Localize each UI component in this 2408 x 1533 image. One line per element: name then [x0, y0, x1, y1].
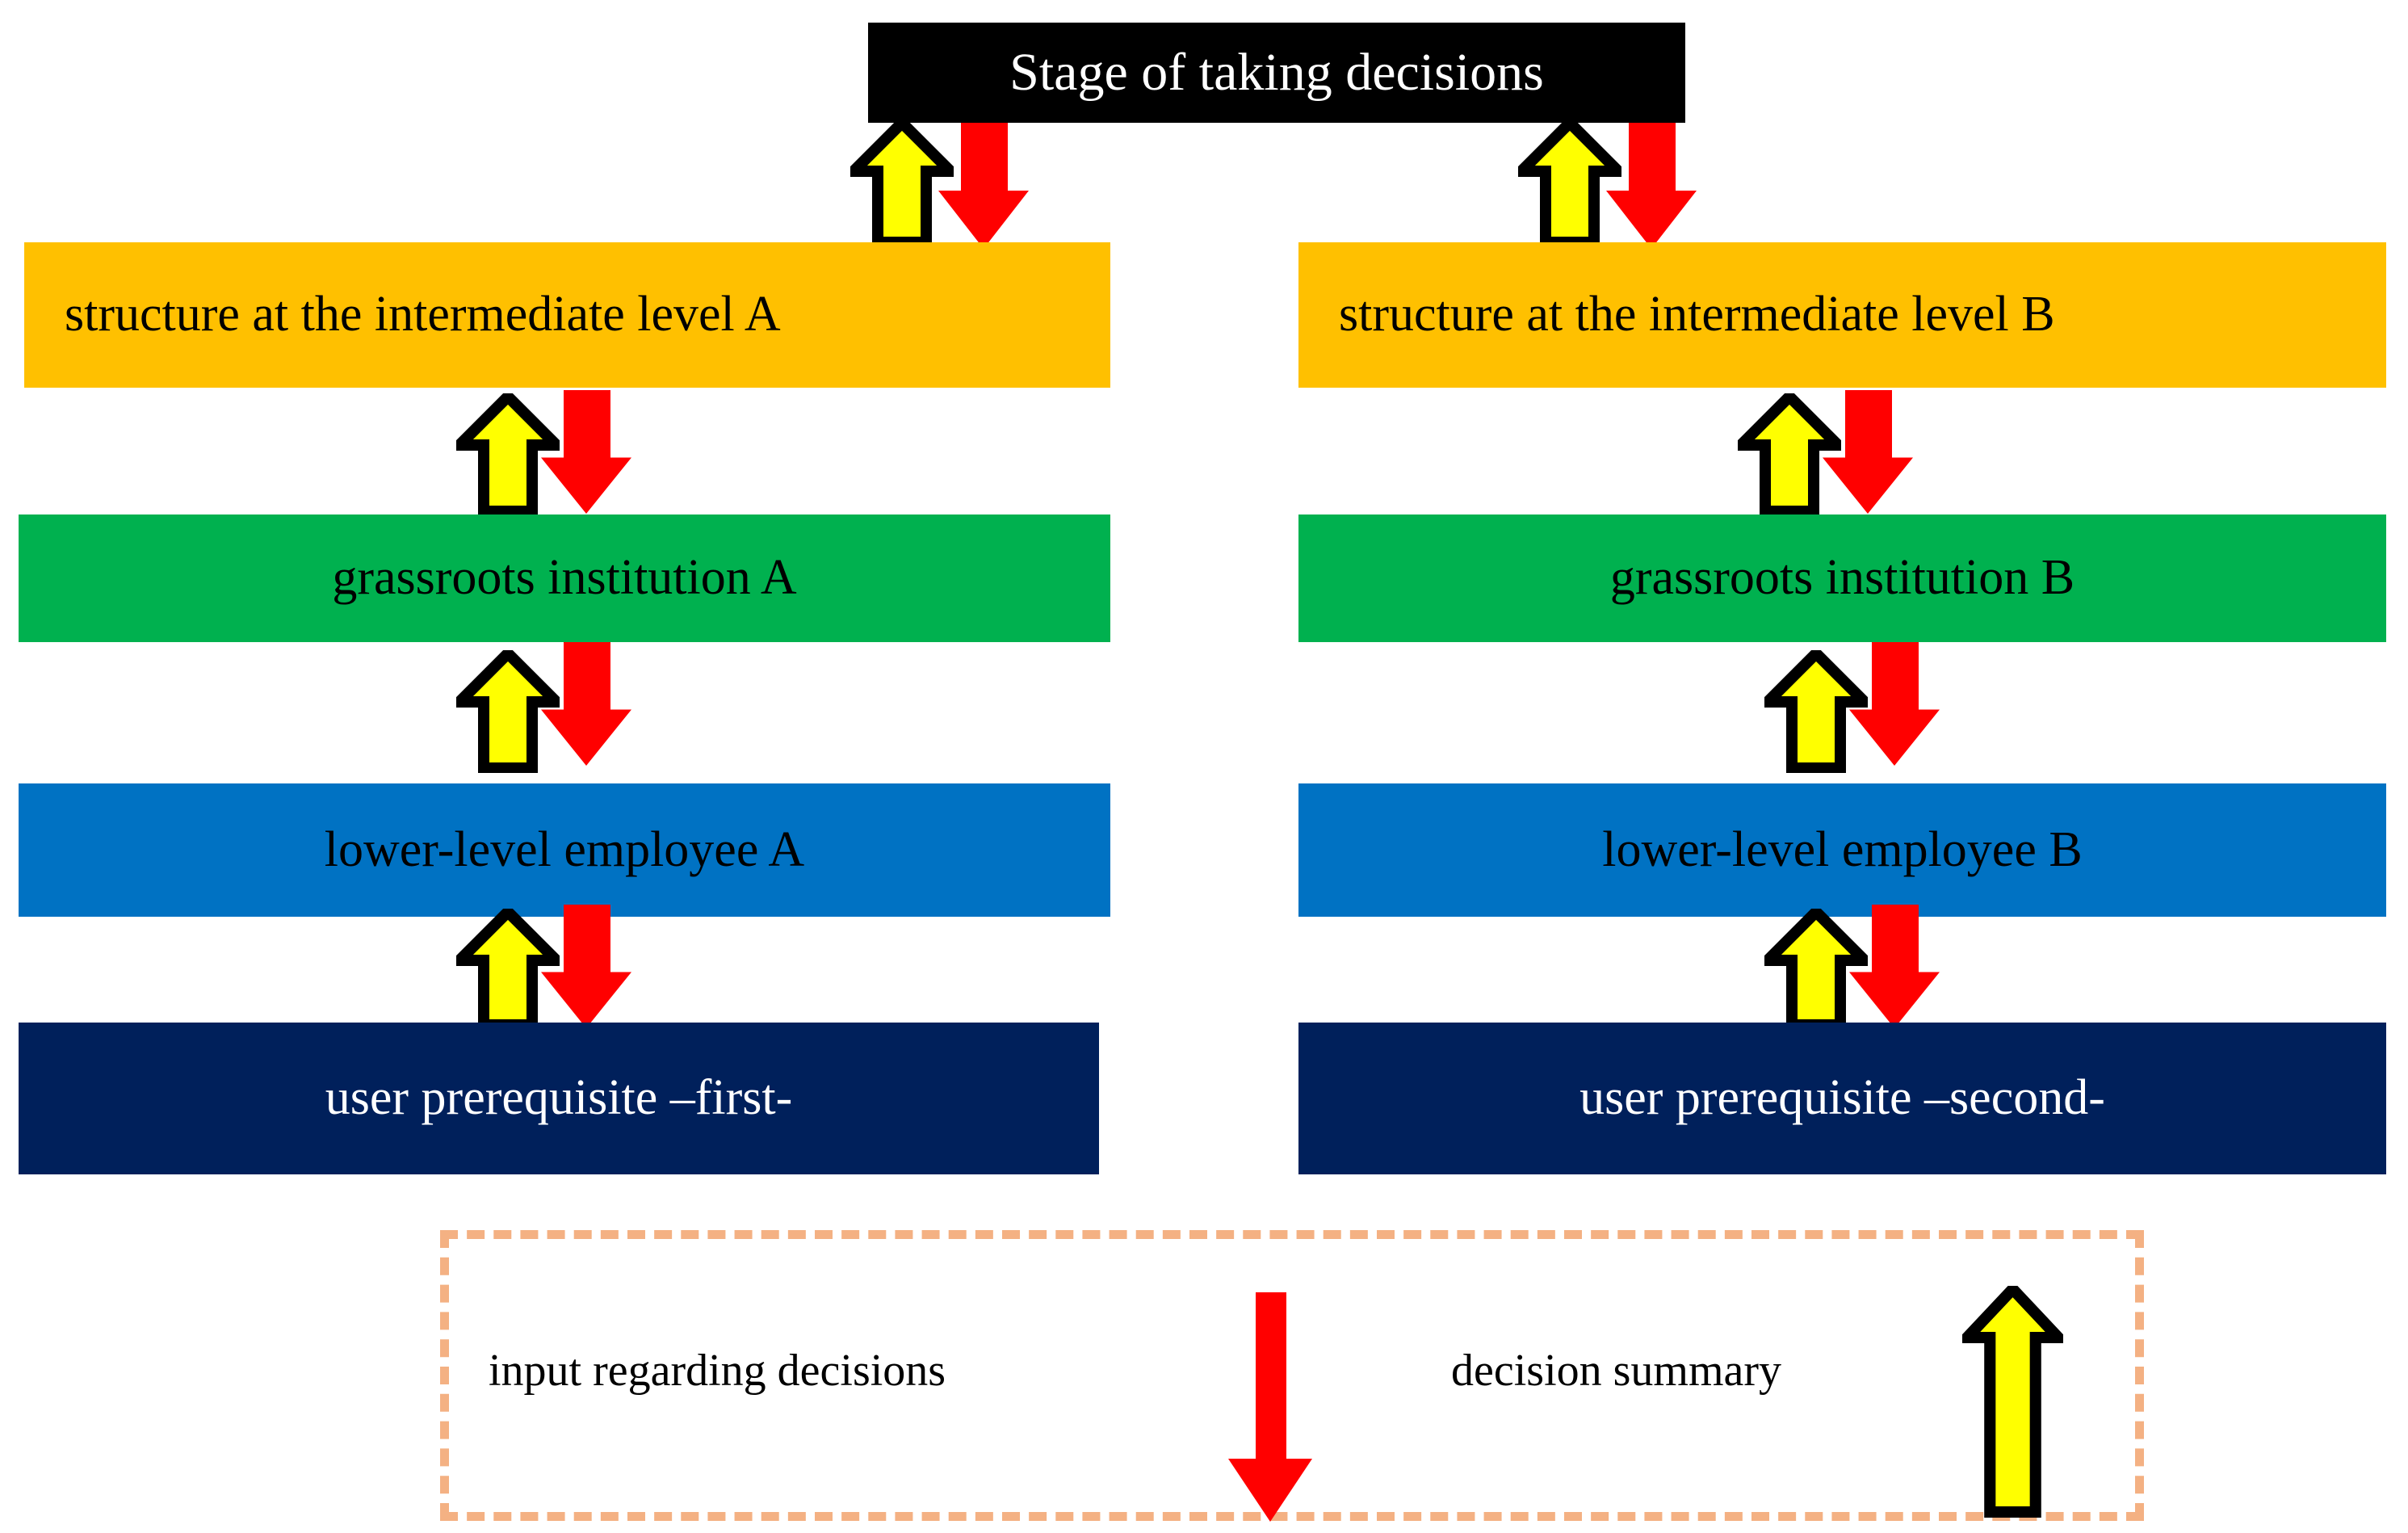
yellow-up-arrow-b-grassroots: [1764, 650, 1868, 773]
legend-box: [440, 1230, 2144, 1521]
yellow-up-arrow-a-intermediate: [456, 393, 560, 516]
bar-intermediate-a-label: structure at the intermediate level A: [65, 287, 781, 342]
bar-intermediate-b-label: structure at the intermediate level B: [1339, 287, 2055, 342]
title-bar: Stage of taking decisions: [868, 23, 1685, 123]
bar-prerequisite-a: user prerequisite –first-: [19, 1023, 1099, 1174]
bar-grassroots-b: grassroots institution B: [1298, 514, 2386, 642]
bar-grassroots-a-label: grassroots institution A: [332, 550, 797, 606]
bar-prerequisite-a-label: user prerequisite –first-: [325, 1070, 793, 1126]
red-down-arrow-b-employee: [1848, 905, 1943, 1030]
bar-employee-a-label: lower-level employee A: [324, 821, 805, 877]
red-down-arrow-b-title: [1605, 123, 1700, 250]
red-down-arrow-a-grassroots: [539, 642, 635, 767]
red-down-arrow-b-grassroots: [1848, 642, 1943, 767]
bar-employee-a: lower-level employee A: [19, 783, 1110, 917]
red-down-arrow-b-intermediate: [1821, 390, 1916, 515]
bar-grassroots-a: grassroots institution A: [19, 514, 1110, 642]
bar-prerequisite-b: user prerequisite –second-: [1298, 1023, 2386, 1174]
bar-intermediate-a: structure at the intermediate level A: [24, 242, 1110, 388]
yellow-up-arrow-b-intermediate: [1738, 393, 1841, 516]
red-down-arrow-a-intermediate: [539, 390, 635, 515]
bar-employee-b-label: lower-level employee B: [1602, 821, 2083, 877]
yellow-up-arrow-a-grassroots: [456, 650, 560, 773]
bar-grassroots-b-label: grassroots institution B: [1609, 550, 2075, 606]
page-title: Stage of taking decisions: [1009, 43, 1544, 103]
legend-up-label: decision summary: [1451, 1346, 1782, 1396]
bar-prerequisite-b-label: user prerequisite –second-: [1579, 1070, 2105, 1126]
legend-down-label: input regarding decisions: [489, 1346, 946, 1396]
red-down-arrow-a-title: [937, 123, 1032, 250]
bar-employee-b: lower-level employee B: [1298, 783, 2386, 917]
legend-red-down-arrow: [1225, 1292, 1314, 1527]
legend-yellow-up-arrow: [1962, 1286, 2063, 1520]
red-down-arrow-a-employee: [539, 905, 635, 1030]
bar-intermediate-b: structure at the intermediate level B: [1298, 242, 2386, 388]
